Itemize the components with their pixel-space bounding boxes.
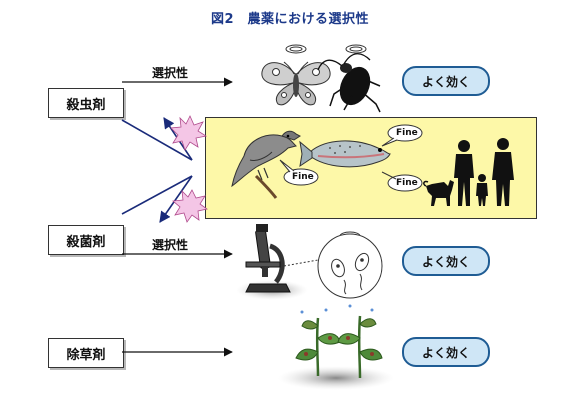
fungicide-label: 殺菌剤 — [48, 225, 124, 255]
non-target-organisms-panel — [205, 117, 537, 219]
diagram-title: 図2 農薬における選択性 — [210, 12, 370, 27]
fine-label-dog: Fine — [396, 178, 418, 188]
cockroach-icon — [317, 53, 381, 113]
effect-pill-pests: よく効く — [402, 66, 490, 96]
insecticide-label: 殺虫剤 — [48, 88, 124, 118]
human-family-icon — [454, 138, 514, 206]
moth-icon — [261, 61, 331, 106]
fine-bubbles — [279, 124, 423, 192]
fine-label-bird: Fine — [292, 172, 314, 182]
microscope-icon — [245, 224, 291, 293]
weed-plant-icon — [295, 304, 383, 379]
bird-icon — [231, 130, 301, 199]
burst-icon — [172, 189, 208, 223]
selectivity-label-top: 選択性 — [152, 66, 189, 80]
dog-icon — [423, 180, 454, 206]
fine-label-fish: Fine — [396, 128, 418, 138]
halo-icon — [285, 44, 367, 241]
fish-icon — [299, 140, 391, 168]
herbicide-label: 除草剤 — [48, 338, 124, 368]
effect-pill-weeds: よく効く — [402, 337, 490, 367]
deflected-arrows — [121, 117, 193, 223]
burst-icon — [170, 115, 208, 151]
microbe-icon — [331, 252, 370, 295]
microbe-icon — [317, 233, 383, 299]
selectivity-label-middle: 選択性 — [152, 238, 189, 252]
effect-pill-fungi: よく効く — [402, 246, 490, 276]
